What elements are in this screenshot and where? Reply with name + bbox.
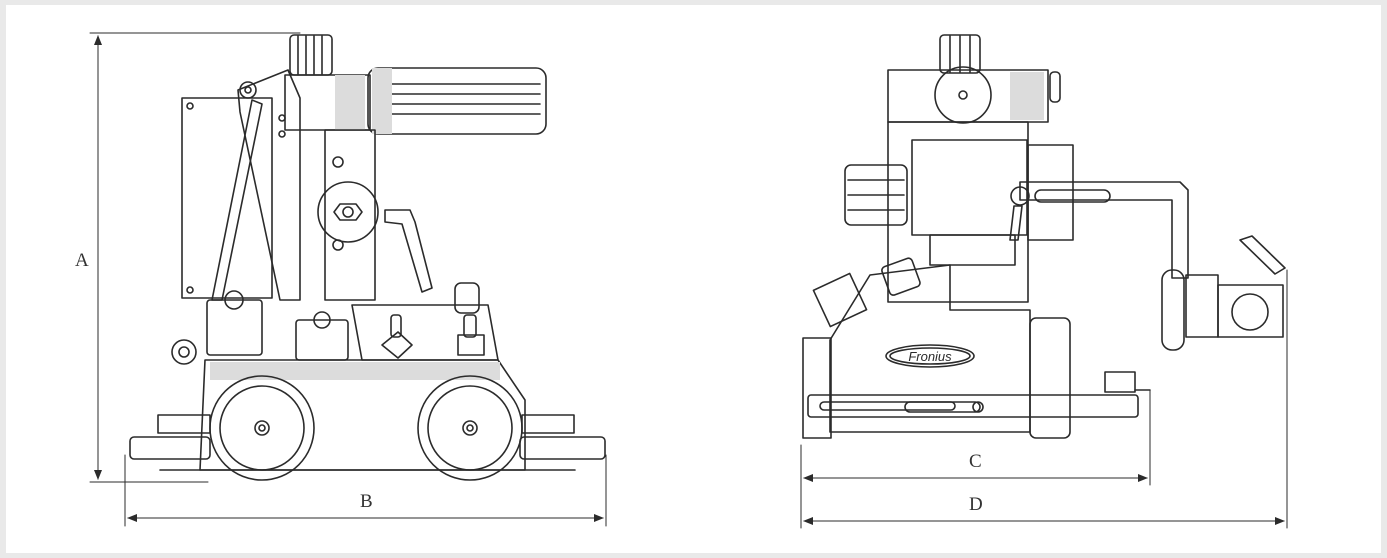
- dimension-label-c: C: [969, 451, 982, 472]
- mounting-plate: [181, 97, 273, 299]
- side-plate-left: [802, 337, 832, 439]
- rear-wheel: [417, 375, 523, 481]
- adjust-knob-front: [934, 66, 992, 124]
- base-rail: [807, 394, 1139, 418]
- control-knob-right: [295, 319, 349, 361]
- dimension-b: [124, 454, 607, 527]
- brand-logo: [885, 344, 975, 368]
- side-knob: [844, 164, 908, 226]
- vertical-arm: [237, 69, 301, 301]
- height-knob: [289, 34, 333, 76]
- brand-logo-text: Fronius: [908, 349, 952, 364]
- torch-arm: [1019, 181, 1189, 279]
- right-end-stop: [519, 436, 606, 460]
- torch-clamp: [1217, 284, 1284, 338]
- toggle-switch: [390, 314, 402, 338]
- clamp-knob: [317, 181, 379, 243]
- torch-holder: [324, 129, 376, 301]
- dimension-label-b: B: [360, 491, 373, 512]
- mount-eyelet: [171, 339, 197, 365]
- column-slide: [887, 121, 1029, 303]
- drive-motor: [367, 67, 547, 135]
- drawing-frame: [6, 5, 1381, 553]
- control-knob-left: [206, 299, 263, 356]
- dimension-c: [800, 389, 1151, 529]
- front-view: Fronius: [800, 34, 1288, 529]
- clamp-lever: [384, 209, 433, 293]
- connector-left: [812, 272, 868, 328]
- height-knob-front: [939, 34, 981, 74]
- left-end-stop: [129, 436, 211, 460]
- potentiometer-cap: [454, 282, 480, 314]
- torch-carriage: [911, 139, 1028, 236]
- front-wheel: [209, 375, 315, 481]
- switch-nut: [457, 334, 485, 356]
- dimension-a: [89, 32, 301, 483]
- rail-stop: [1104, 371, 1136, 393]
- dimension-label-a: A: [75, 250, 89, 271]
- side-view: [89, 32, 607, 527]
- torch-clamp-lever: [1239, 235, 1286, 275]
- torch-clamp-rod: [1161, 269, 1185, 351]
- dimension-label-d: D: [969, 494, 983, 515]
- dimension-d: [803, 269, 1288, 529]
- connector-right: [881, 257, 921, 296]
- side-plate-right: [1029, 317, 1071, 439]
